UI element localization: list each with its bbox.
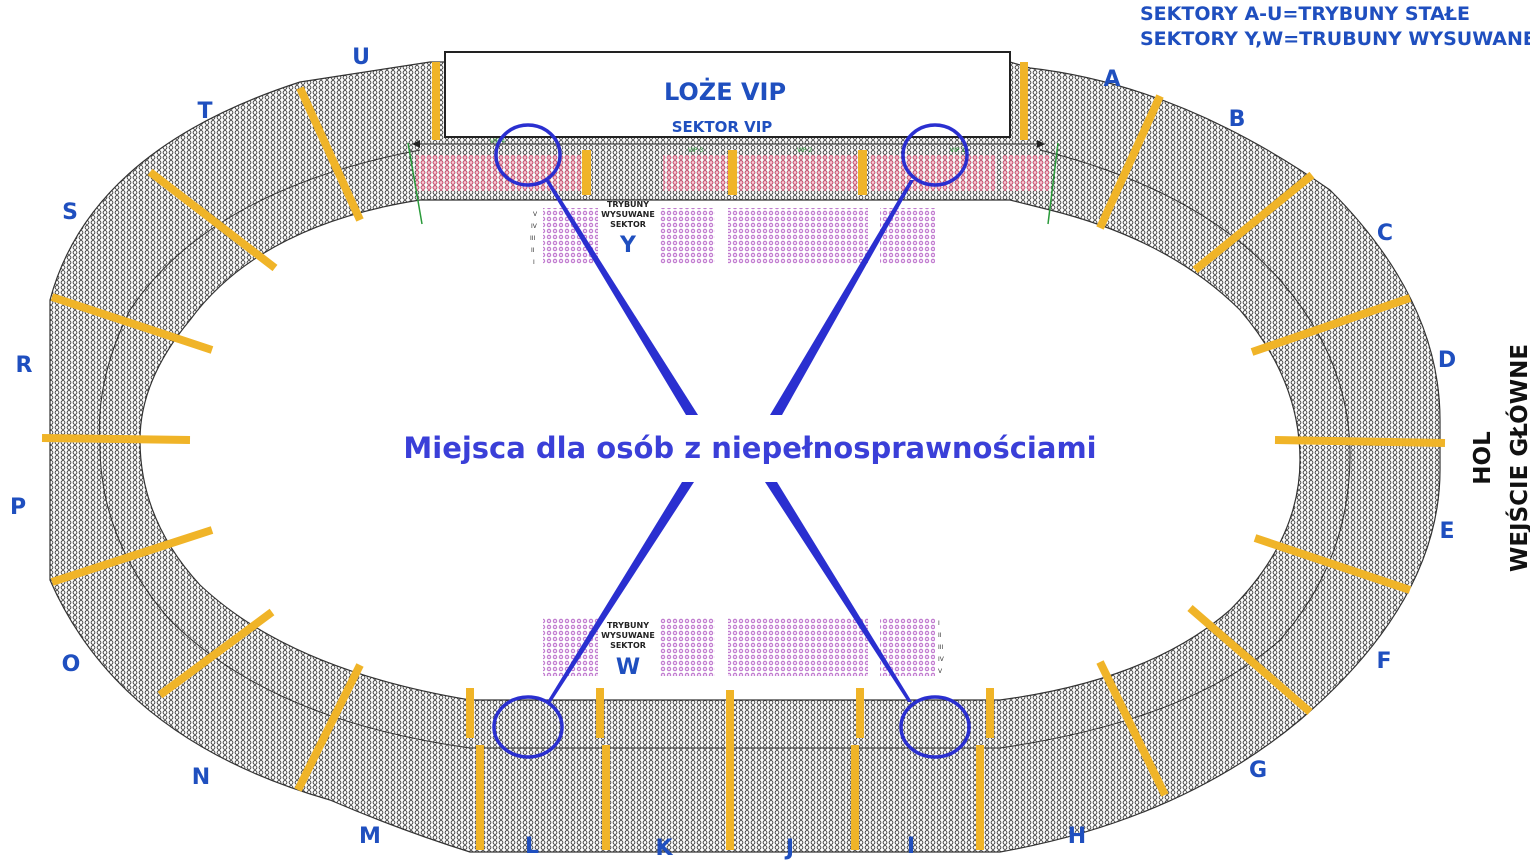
aisle-f-e: [1253, 534, 1412, 594]
y-seats-2: [660, 208, 715, 264]
vip-subtitle: SEKTOR VIP: [672, 118, 773, 136]
aisle-vip-c: [858, 150, 867, 195]
vip-box: [444, 51, 1011, 138]
w-row-v: V: [938, 668, 943, 675]
aisle-h-g: [1096, 660, 1169, 797]
sector-letter-i: I: [907, 834, 915, 859]
y-row-iv: IV: [531, 223, 538, 230]
y-row-v: V: [533, 211, 538, 218]
sector-letter-t: T: [197, 99, 212, 124]
aisle-vip-a: [582, 150, 591, 195]
w-row-iv: IV: [938, 656, 945, 663]
y-sector-letter: Y: [619, 233, 637, 258]
retractable-stand-y: TRYBUNY WYSUWANE SEKTOR Y V IV III II I: [530, 200, 935, 266]
y-label-line1: TRYBUNY: [607, 200, 649, 209]
sector-letter-n: N: [192, 765, 210, 790]
sector-letter-a: A: [1103, 67, 1120, 92]
legend-line-2: SEKTORY Y,W=TRUBUNY WYSUWANE: [1140, 28, 1530, 50]
retractable-stand-w: TRYBUNY WYSUWANE SEKTOR W I II III IV V: [543, 618, 945, 680]
w-row-iii: III: [938, 644, 944, 651]
w-row-i: I: [938, 620, 940, 627]
green-marker-left: [407, 142, 423, 225]
vip-label-1: VIP 1: [950, 147, 965, 154]
aisle-g-f: [1187, 604, 1313, 716]
vip-seats-far-right: [1003, 155, 1051, 191]
w-sector-letter: W: [616, 655, 640, 680]
bowl: [49, 61, 1441, 853]
sector-letters: A B C D E F G H I J K L M N O P R S T U: [10, 45, 1456, 861]
y-seats-3: [728, 208, 868, 264]
w-seats-2: [660, 618, 715, 676]
w-label-line2: WYSUWANE: [601, 631, 655, 640]
sector-letter-c: C: [1377, 221, 1393, 246]
sector-letter-o: O: [62, 652, 81, 677]
vip-area: LOŻE VIP SEKTOR VIP VIP 3 VIP 2 VIP 1 VI…: [407, 51, 1059, 225]
aisle-n-m: [294, 663, 364, 792]
entrance-line-1: HOL: [1470, 431, 1496, 485]
vip-label-2: VIP 2: [797, 147, 812, 154]
pointer-bottom-right: [765, 482, 912, 702]
sector-letter-m: M: [359, 824, 381, 849]
accessible-seats-top-right: [901, 123, 969, 187]
sector-letter-u: U: [352, 45, 370, 70]
vip-label-3: VIP 3: [688, 147, 703, 154]
aisle-s-r: [50, 293, 214, 354]
y-label-line2: WYSUWANE: [601, 210, 655, 219]
aisle-e-d: [1274, 436, 1446, 447]
accessibility-callouts: Miejsca dla osób z niepełnosprawnościami: [403, 123, 1097, 759]
aisle-o-n: [157, 608, 275, 699]
w-label-line1: TRYBUNY: [607, 621, 649, 630]
legend: SEKTORY A-U=TRYBUNY STAŁE SEKTORY Y,W=TR…: [1140, 3, 1530, 50]
vip-arrow-left-head: [412, 140, 420, 148]
y-seats-4: [880, 208, 935, 264]
aisle-u-t: [296, 86, 364, 222]
sector-letter-b: B: [1229, 107, 1246, 132]
aisle-b-a: [1096, 94, 1164, 230]
sector-letter-p: P: [10, 495, 26, 520]
aisle-d-c: [1250, 294, 1412, 356]
pointer-bottom-left: [547, 482, 694, 702]
sector-letter-e: E: [1439, 519, 1454, 544]
accessible-seats-top-left: [494, 123, 562, 187]
main-entrance: HOL WEJŚCIE GŁÓWNE: [1470, 344, 1530, 572]
vip-title: LOŻE VIP: [664, 77, 786, 106]
vip-arrow-right-head: [1037, 140, 1045, 148]
w-seats-3: [728, 618, 868, 676]
sector-letter-k: K: [655, 836, 673, 861]
vip-seats-center: [663, 155, 858, 191]
aisles: [41, 62, 1446, 850]
sector-letter-r: R: [16, 353, 33, 378]
sector-letter-s: S: [62, 200, 78, 225]
aisle-t-s: [147, 168, 278, 272]
aisle-c-b: [1192, 171, 1315, 274]
sector-letter-l: L: [525, 834, 539, 859]
sector-letter-d: D: [1438, 348, 1456, 373]
accessible-seats-bottom-right: [899, 695, 971, 759]
accessible-seats-bottom-left: [492, 695, 564, 759]
sector-letter-j: J: [784, 836, 794, 861]
sector-letter-g: G: [1249, 758, 1267, 783]
aisle-r-p: [41, 434, 191, 444]
y-row-iii: III: [530, 235, 536, 242]
y-row-ii: II: [531, 247, 535, 254]
y-row-numerals-left: V IV III II I: [530, 211, 538, 266]
entrance-line-2: WEJŚCIE GŁÓWNE: [1505, 344, 1530, 572]
sector-letter-f: F: [1376, 649, 1391, 674]
pointer-top-right: [770, 180, 914, 415]
green-marker-right: [1047, 142, 1059, 225]
vip-seats-left: [416, 155, 581, 191]
aisle-vip-b: [728, 150, 737, 195]
pointer-top-left: [545, 180, 698, 415]
w-label-line3: SEKTOR: [610, 641, 646, 650]
y-label-line3: SEKTOR: [610, 220, 646, 229]
aisle-p-o: [50, 526, 214, 586]
accessibility-label: Miejsca dla osób z niepełnosprawnościami: [403, 431, 1096, 465]
y-row-i: I: [533, 259, 535, 266]
legend-line-1: SEKTORY A-U=TRYBUNY STAŁE: [1140, 3, 1470, 25]
w-row-numerals-right: I II III IV V: [938, 620, 945, 675]
w-row-ii: II: [938, 632, 942, 639]
sector-letter-h: H: [1068, 824, 1086, 849]
